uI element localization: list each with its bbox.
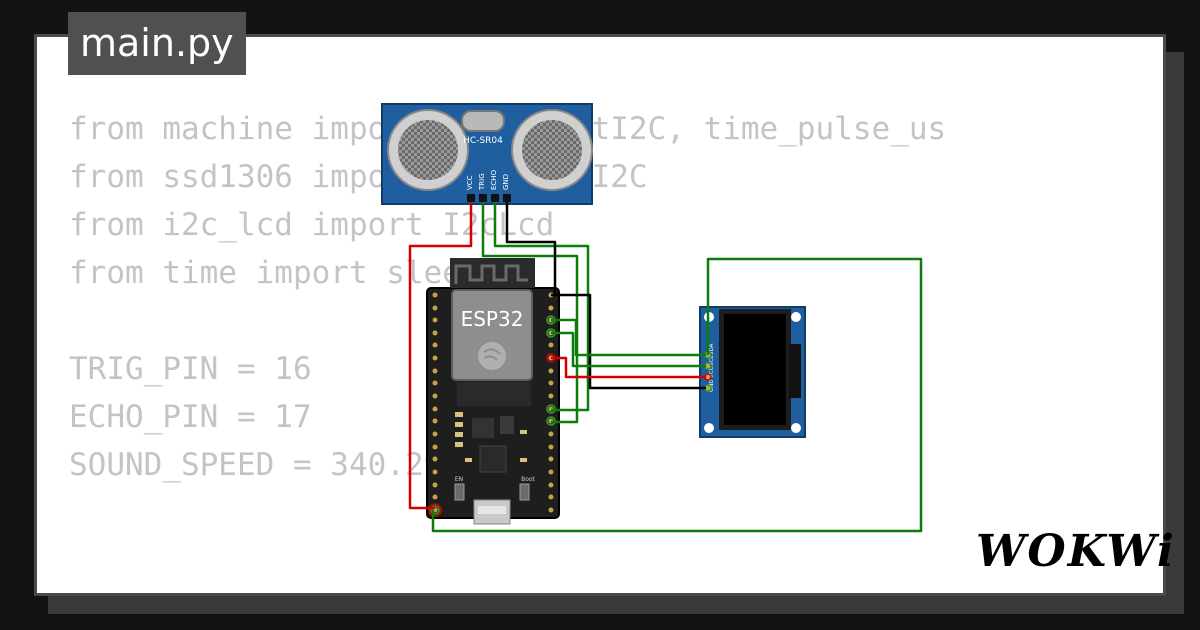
smd-part-7 bbox=[520, 430, 527, 434]
code-line-3: from i2c_lcd import I2cLcd bbox=[69, 207, 555, 243]
code-line-6: TRIG_PIN = 16 bbox=[69, 351, 312, 387]
sensor-pin-gnd[interactable] bbox=[503, 194, 511, 202]
usb-uart-chip bbox=[479, 445, 507, 473]
sensor-pin-echo[interactable] bbox=[491, 194, 499, 202]
preview-card: from machine import Pin, SoftI2C, time_p… bbox=[34, 34, 1166, 596]
smd-part-5 bbox=[465, 458, 472, 462]
regulator-chip bbox=[500, 416, 514, 434]
sensor-pin-label-echo: ECHO bbox=[490, 169, 498, 190]
oled-pin-label-sda: SDA bbox=[709, 343, 715, 355]
oled-pin-label-gnd: GND bbox=[709, 379, 715, 392]
module-pins-strip bbox=[457, 382, 531, 406]
sensor-pin-trig[interactable] bbox=[479, 194, 487, 202]
code-line-7: ECHO_PIN = 17 bbox=[69, 399, 312, 435]
code-line-8: SOUND_SPEED = 340.29 bbox=[69, 447, 443, 483]
oled-mount-hole-tr bbox=[791, 312, 801, 322]
boot-button[interactable] bbox=[519, 483, 530, 501]
wire-sensor-gnd[interactable] bbox=[505, 202, 557, 295]
ldo-chip bbox=[472, 418, 494, 438]
sensor-transmitter-mesh bbox=[398, 120, 458, 180]
antenna-trace-icon bbox=[454, 264, 528, 284]
pin-header-right bbox=[548, 292, 554, 513]
wire-oled-vcc[interactable] bbox=[551, 356, 706, 379]
file-tab[interactable]: main.py bbox=[68, 12, 246, 75]
esp32-module-shield bbox=[451, 289, 533, 381]
wires bbox=[408, 202, 923, 533]
wire-oled-scl[interactable] bbox=[551, 331, 706, 368]
esp32-label: ESP32 bbox=[461, 307, 524, 331]
wire-sensor-echo[interactable] bbox=[493, 202, 590, 412]
sensor-pin-label-gnd: GND bbox=[502, 174, 510, 190]
smd-part-1 bbox=[455, 412, 463, 417]
sensor-pin-label-trig: TRIG bbox=[478, 173, 486, 191]
wire-ground-loop[interactable] bbox=[431, 257, 923, 533]
en-button[interactable] bbox=[454, 483, 465, 501]
oled-flex-cable bbox=[789, 344, 801, 398]
wire-oled-gnd[interactable] bbox=[551, 293, 706, 390]
smd-part-6 bbox=[520, 458, 527, 462]
oled-screen bbox=[724, 314, 786, 425]
sensor-model-label: HC-SR04 bbox=[463, 136, 503, 146]
boot-button-label: Boot bbox=[521, 476, 535, 483]
wokwi-logo: WOKWi bbox=[976, 526, 1176, 577]
wire-sensor-vcc[interactable] bbox=[408, 202, 473, 510]
espressif-logo-mark-icon bbox=[483, 348, 501, 361]
esp32-board[interactable]: ESP32 EN Boot bbox=[426, 258, 560, 525]
wire-oled-sda[interactable] bbox=[551, 318, 706, 357]
sensor-pin-vcc[interactable] bbox=[467, 194, 475, 202]
sensor-pin-label-vcc: VCC bbox=[466, 175, 474, 190]
pin-header-left bbox=[432, 292, 438, 513]
en-button-label: EN bbox=[455, 476, 463, 483]
sensor-receiver-mesh bbox=[522, 120, 582, 180]
code-editor: from machine import Pin, SoftI2C, time_p… bbox=[69, 105, 946, 593]
smd-part-2 bbox=[455, 422, 463, 427]
smd-part-4 bbox=[455, 442, 463, 447]
usb-port-slot bbox=[478, 506, 506, 514]
sensor-crystal bbox=[461, 110, 505, 132]
oled-mount-hole-br bbox=[791, 423, 801, 433]
oled-pin-label-vcc: VCC bbox=[709, 366, 715, 378]
ultrasonic-sensor[interactable]: HC-SR04 VCC TRIG ECHO GND bbox=[381, 103, 593, 205]
code-line-11: trigger = Pin(TRIG_PIN, Pin.OUT) bbox=[69, 585, 946, 593]
wire-sensor-trig[interactable] bbox=[481, 202, 579, 424]
oled-pin-label-scl: SCL bbox=[709, 355, 715, 366]
oled-mount-hole-bl bbox=[704, 423, 714, 433]
smd-part-3 bbox=[455, 432, 463, 437]
oled-display[interactable]: GND VCC SCL SDA bbox=[699, 306, 806, 438]
